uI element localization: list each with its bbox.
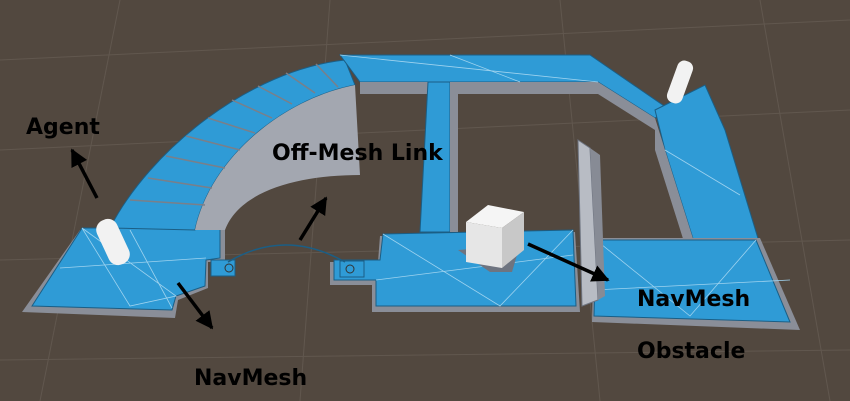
right-corridor [654,84,761,246]
agent-cylinder-far [666,60,694,104]
middle-platform [330,229,580,312]
navmesh-arrow [176,281,214,330]
off-mesh-link-arc [227,244,346,263]
wall-obstacle [577,139,605,307]
link-start-marker [210,259,236,277]
top-corridor [339,54,671,130]
navmesh-label: NavMesh [194,366,307,391]
obstacle-cube [466,205,524,268]
agent-arrow [70,148,99,199]
right-platform [592,238,800,330]
annotation-arrows [70,148,610,330]
agent-cylinder [96,218,130,266]
left-platform [22,227,225,318]
navmesh-obstacle-label-line2: Obstacle [637,339,745,364]
off-mesh-link-arrow [298,196,328,241]
middle-corridor [419,81,458,233]
curved-stairs [109,59,360,231]
navmesh-obstacle-arrow [527,242,610,282]
off-mesh-link-label: Off-Mesh Link [272,141,444,166]
link-end-marker [339,260,365,278]
agent-label: Agent [26,115,100,140]
navmesh-obstacle-label-line1: NavMesh [637,287,750,312]
